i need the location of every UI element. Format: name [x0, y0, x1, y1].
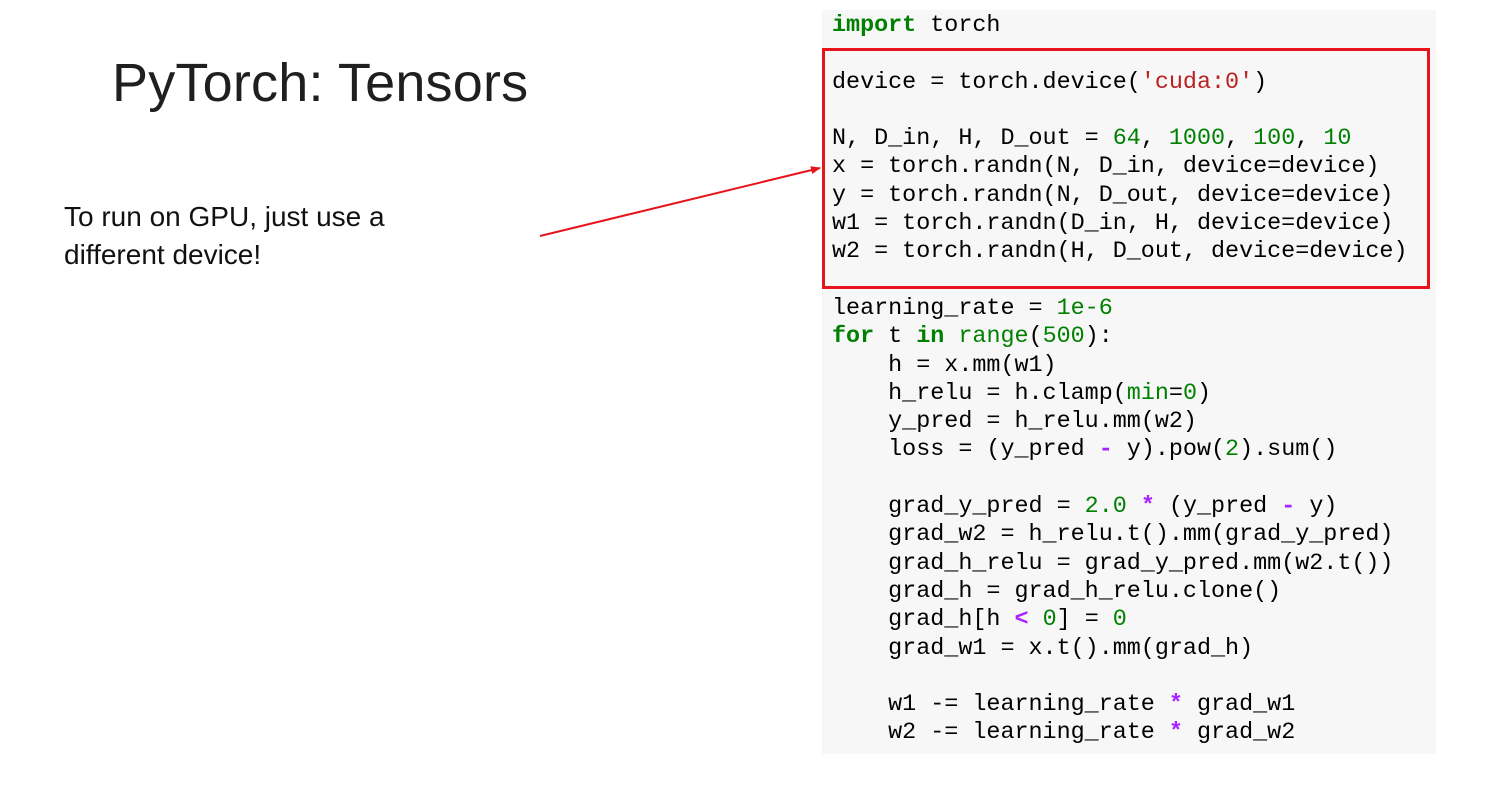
code-token: w2 -= learning_rate: [832, 720, 1169, 747]
code-token: w1 -= learning_rate: [832, 692, 1169, 719]
code-line-13: h = x.mm(w1): [832, 352, 1408, 380]
code-token: y).pow(: [1112, 437, 1226, 464]
code-token: y): [1295, 494, 1338, 521]
code-token: 2.0: [1084, 494, 1127, 521]
code-token: ] =: [1056, 607, 1113, 634]
code-line-21: grad_h = grad_h_relu.clone(): [832, 578, 1408, 606]
code-token: *: [1168, 692, 1183, 719]
code-token: grad_w1 = x.t().mm(grad_h): [832, 635, 1254, 662]
device-highlight-box: [822, 48, 1430, 289]
code-token: [944, 324, 958, 350]
slide-title: PyTorch: Tensors: [112, 53, 529, 113]
code-line-18: grad_y_pred = 2.0 * (y_pred - y): [832, 493, 1408, 521]
code-token: [1127, 494, 1141, 520]
code-token: y_pred = h_relu.mm(w2): [832, 409, 1197, 436]
code-token: torch: [916, 13, 1001, 39]
code-token: 0: [1112, 607, 1127, 634]
code-line-5: N, D_in, H, D_out = 64, 1000, 100, 10: [832, 125, 1408, 153]
code-token: grad_h_relu = grad_y_pred.mm(w2.t()): [832, 550, 1394, 577]
code-token: 1e-6: [1056, 295, 1113, 322]
code-token: 500: [1042, 324, 1085, 351]
code-token: 2: [1225, 437, 1240, 464]
code-line-1: import torch: [832, 12, 1408, 40]
code-line-26: w2 -= learning_rate * grad_w2: [832, 719, 1408, 747]
code-line-22: grad_h[h < 0] = 0: [832, 606, 1408, 634]
code-token: ,: [1225, 126, 1254, 153]
code-line-7: y = torch.randn(N, D_out, device=device): [832, 182, 1408, 210]
code-token: -: [1098, 437, 1113, 464]
code-line-6: x = torch.randn(N, D_in, device=device): [832, 153, 1408, 181]
code-line-19: grad_w2 = h_relu.t().mm(grad_y_pred): [832, 521, 1408, 549]
code-line-12: for t in range(500):: [832, 323, 1408, 351]
code-token: [1029, 607, 1043, 633]
code-line-3: device = torch.device('cuda:0'): [832, 69, 1408, 97]
code-token: loss = (y_pred: [832, 437, 1099, 464]
code-line-14: h_relu = h.clamp(min=0): [832, 380, 1408, 408]
code-line-16: loss = (y_pred - y).pow(2).sum(): [832, 436, 1408, 464]
code-token: ):: [1084, 324, 1113, 351]
code-token: *: [1168, 720, 1183, 747]
code-token: 1000: [1168, 126, 1226, 153]
code-token: 10: [1323, 126, 1352, 153]
code-token: <: [1014, 607, 1029, 634]
code-token: 0: [1182, 380, 1197, 407]
code-token: (: [1028, 324, 1043, 351]
code-token: -: [1281, 494, 1296, 521]
code-token: y = torch.randn(N, D_out, device=device): [832, 182, 1394, 209]
code-token: ): [1197, 380, 1212, 407]
code-line-24: [832, 663, 1408, 691]
code-token: 'cuda:0': [1140, 69, 1254, 96]
code-line-8: w1 = torch.randn(D_in, H, device=device): [832, 210, 1408, 238]
code-line-9: w2 = torch.randn(H, D_out, device=device…: [832, 238, 1408, 266]
code-token: grad_y_pred =: [832, 494, 1085, 521]
code-line-25: w1 -= learning_rate * grad_w1: [832, 691, 1408, 719]
code-token: (y_pred: [1154, 494, 1282, 521]
code-token: grad_w1: [1182, 692, 1296, 719]
code-token: 64: [1112, 126, 1141, 153]
code-token: 100: [1253, 126, 1296, 153]
code-token: for: [832, 324, 875, 351]
code-block: import torch device = torch.device('cuda:…: [832, 12, 1408, 748]
code-token: grad_w2 = h_relu.t().mm(grad_y_pred): [832, 522, 1394, 549]
code-line-20: grad_h_relu = grad_y_pred.mm(w2.t()): [832, 550, 1408, 578]
annotation-note-line-2: different device!: [64, 239, 262, 270]
code-token: learning_rate =: [832, 295, 1057, 322]
code-line-23: grad_w1 = x.t().mm(grad_h): [832, 635, 1408, 663]
code-token: min: [1126, 380, 1169, 407]
annotation-note-line-1: To run on GPU, just use a: [64, 201, 385, 232]
code-token: grad_h[h: [832, 607, 1015, 634]
code-token: ,: [1140, 126, 1169, 153]
code-token: w1 = torch.randn(D_in, H, device=device): [832, 211, 1394, 238]
code-token: x = torch.randn(N, D_in, device=device): [832, 154, 1380, 181]
code-token: =: [1168, 380, 1183, 407]
code-line-17: [832, 465, 1408, 493]
code-token: grad_h = grad_h_relu.clone(): [832, 578, 1282, 605]
code-token: device = torch.device(: [832, 69, 1141, 96]
code-token: w2 = torch.randn(H, D_out, device=device…: [832, 239, 1408, 266]
code-token: ).sum(): [1239, 437, 1338, 464]
code-line-15: y_pred = h_relu.mm(w2): [832, 408, 1408, 436]
code-panel: [822, 10, 1436, 754]
code-token: t: [874, 324, 917, 351]
code-token: *: [1140, 494, 1155, 521]
code-line-11: learning_rate = 1e-6: [832, 295, 1408, 323]
code-token: ): [1253, 69, 1268, 96]
code-token: grad_w2: [1182, 720, 1296, 747]
code-token: import: [832, 13, 917, 39]
annotation-note: To run on GPU, just use a different devi…: [64, 198, 385, 274]
code-token: in: [916, 324, 945, 351]
code-token: h_relu = h.clamp(: [832, 380, 1127, 407]
arrow-line: [539, 166, 821, 237]
code-token: N, D_in, H, D_out =: [832, 126, 1113, 153]
code-token: ,: [1295, 126, 1324, 153]
code-token: h = x.mm(w1): [832, 352, 1057, 379]
code-token: range: [958, 324, 1029, 351]
code-token: 0: [1042, 607, 1057, 634]
